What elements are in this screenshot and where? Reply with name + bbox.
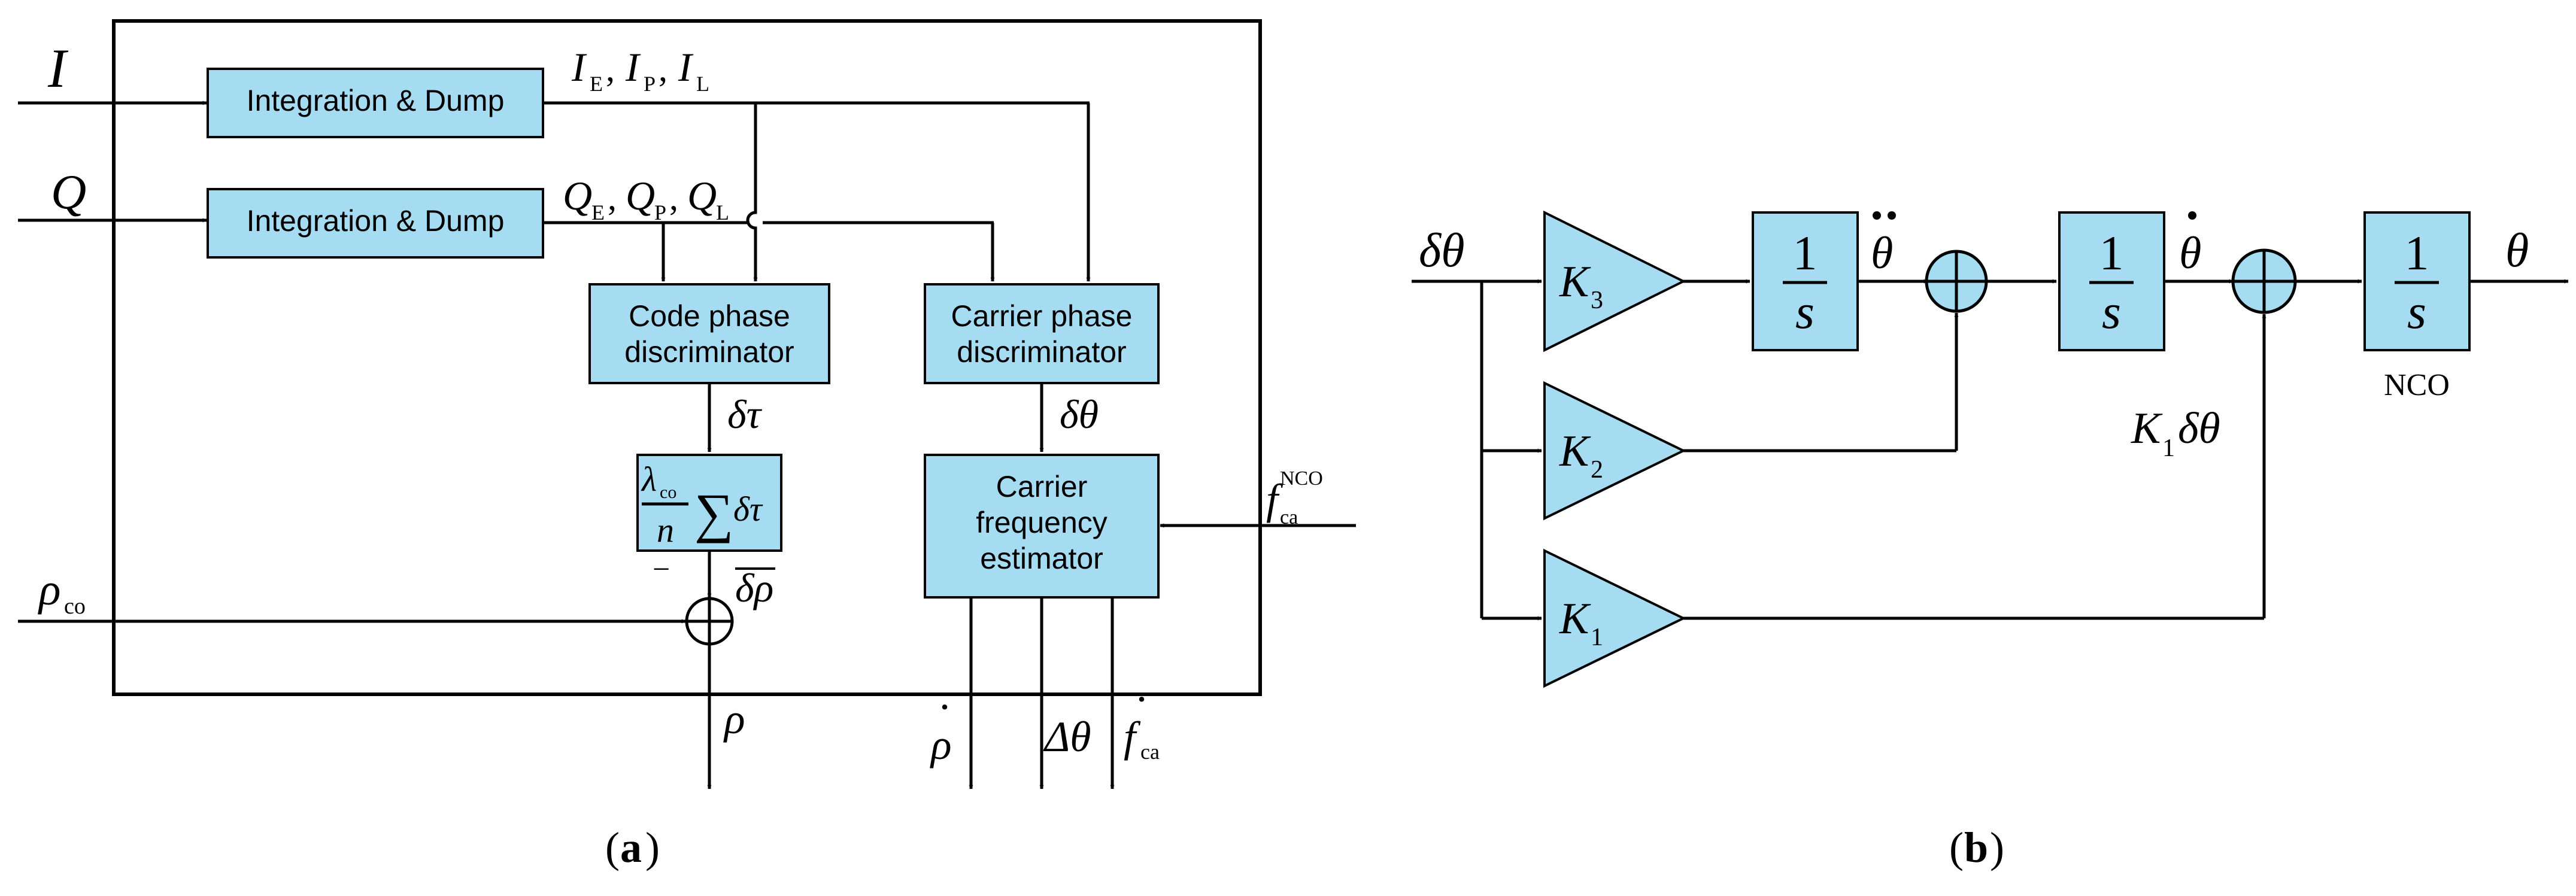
gain-k1-sub: 1 [1591,624,1603,651]
qp-base: Q [626,173,655,218]
qe-sub: E [591,201,605,224]
rho-co-sub: co [64,594,86,619]
avg-lambda: λ [641,460,657,499]
k1-delta-label: K [2131,404,2163,453]
rho-dot-label: ρ [930,721,952,769]
carrier-phase-discriminator-block [924,283,1160,384]
comma-2: , [659,49,667,89]
gain-k1-label: K [1559,594,1591,643]
gain-k3-sub: 3 [1591,287,1603,314]
int1-num: 1 [1793,226,1818,280]
ie-base: I [571,44,587,90]
theta-output-label: θ [2505,224,2529,277]
gain-k3-label: K [1559,257,1591,306]
integrate-dump-block-i [207,68,544,138]
gain-k3-triangle [1543,210,1686,353]
caption-a-close: ) [645,824,660,871]
delta-theta-label: δθ [1060,391,1099,437]
integrate-dump-label-i: Integration & Dump [247,84,505,117]
gain-k2-triangle [1543,381,1686,521]
caption-a-open: ( [605,824,620,871]
integrate-dump-block-q [207,188,544,259]
avg-lambda-sub: co [660,482,676,502]
freq-est-line3: estimator [980,542,1103,575]
comma-4: , [669,178,678,217]
theta-dot-label: θ [2179,228,2201,278]
i-to-code-disc [746,103,758,282]
code-phase-discriminator-block [588,283,830,384]
panel-a: I Integration & Dump I E , I P , I L Q I… [18,19,1356,871]
ip-sub: P [644,72,656,96]
theta-ddot-label: θ [1871,228,1893,278]
code-disc-line1: Code phase [629,299,790,333]
avg-sigma: ∑ [694,482,734,543]
caption-a: a [620,824,642,871]
il-base: I [678,44,694,90]
f-dot-dot: · [1134,675,1149,723]
b-input-label: δθ [1419,224,1464,277]
freq-est-line1: Carrier [996,470,1088,503]
theta-ddot-dot2 [1888,211,1896,220]
ql-sub: L [716,201,729,224]
delta-tau-label: δτ [727,391,763,437]
input-i-label: I [47,38,69,99]
gain-k2-sub: 2 [1591,456,1603,484]
avg-n: n [657,511,674,549]
input-q-label: Q [51,165,86,219]
nco-num: 1 [2405,226,2429,280]
f-nco-sup: NCO [1280,467,1323,490]
f-dot-sub: ca [1140,740,1160,764]
ie-sub: E [590,72,603,96]
q-outputs-label: Q E , Q P , Q L [563,173,729,224]
caption-b: b [1964,824,1988,871]
minus-sign: − [653,552,670,587]
int2-num: 1 [2099,226,2124,280]
k1-delta-sub: 1 [2162,435,2175,462]
i-outputs-label: I E , I P , I L [571,44,709,96]
gain-k1-triangle [1543,548,1686,688]
caption-b-close: ) [1990,824,2004,871]
delta-theta-out-label: Δθ [1043,713,1091,761]
ip-base: I [625,44,641,90]
qp-sub: P [654,201,666,224]
k1-delta-rest: δθ [2178,404,2220,453]
int1-den: s [1795,284,1815,339]
gain-k2-label: K [1559,427,1591,476]
f-nco-sub: ca [1280,506,1298,529]
delta-rho-label: δρ [735,565,773,611]
comma-3: , [608,178,617,217]
theta-dot-dot [2188,211,2196,220]
carrier-disc-line1: Carrier phase [951,299,1133,333]
panel-b: δθ K 3 K 2 K 1 1 s θ [1412,210,2569,871]
comma-1: , [606,49,615,89]
int2-den: s [2102,284,2121,339]
rho-output-label: ρ [723,695,745,743]
avg-delta-tau: δτ [733,490,763,529]
il-sub: L [696,72,709,96]
caption-b-open: ( [1949,824,1964,871]
rho-co-label: ρ [38,564,60,615]
code-disc-line2: discriminator [624,335,794,369]
nco-label: NCO [2384,368,2450,402]
ql-base: Q [687,173,717,218]
theta-ddot-dot1 [1873,211,1881,220]
nco-den: s [2407,284,2426,339]
carrier-disc-line2: discriminator [957,335,1126,369]
receiver-frame [112,19,1262,696]
qe-base: Q [563,173,592,218]
freq-est-line2: frequency [976,506,1108,539]
integrate-dump-label-q: Integration & Dump [247,204,505,238]
carrier-frequency-estimator-block [924,454,1160,599]
rho-dot-dot: · [937,683,952,731]
